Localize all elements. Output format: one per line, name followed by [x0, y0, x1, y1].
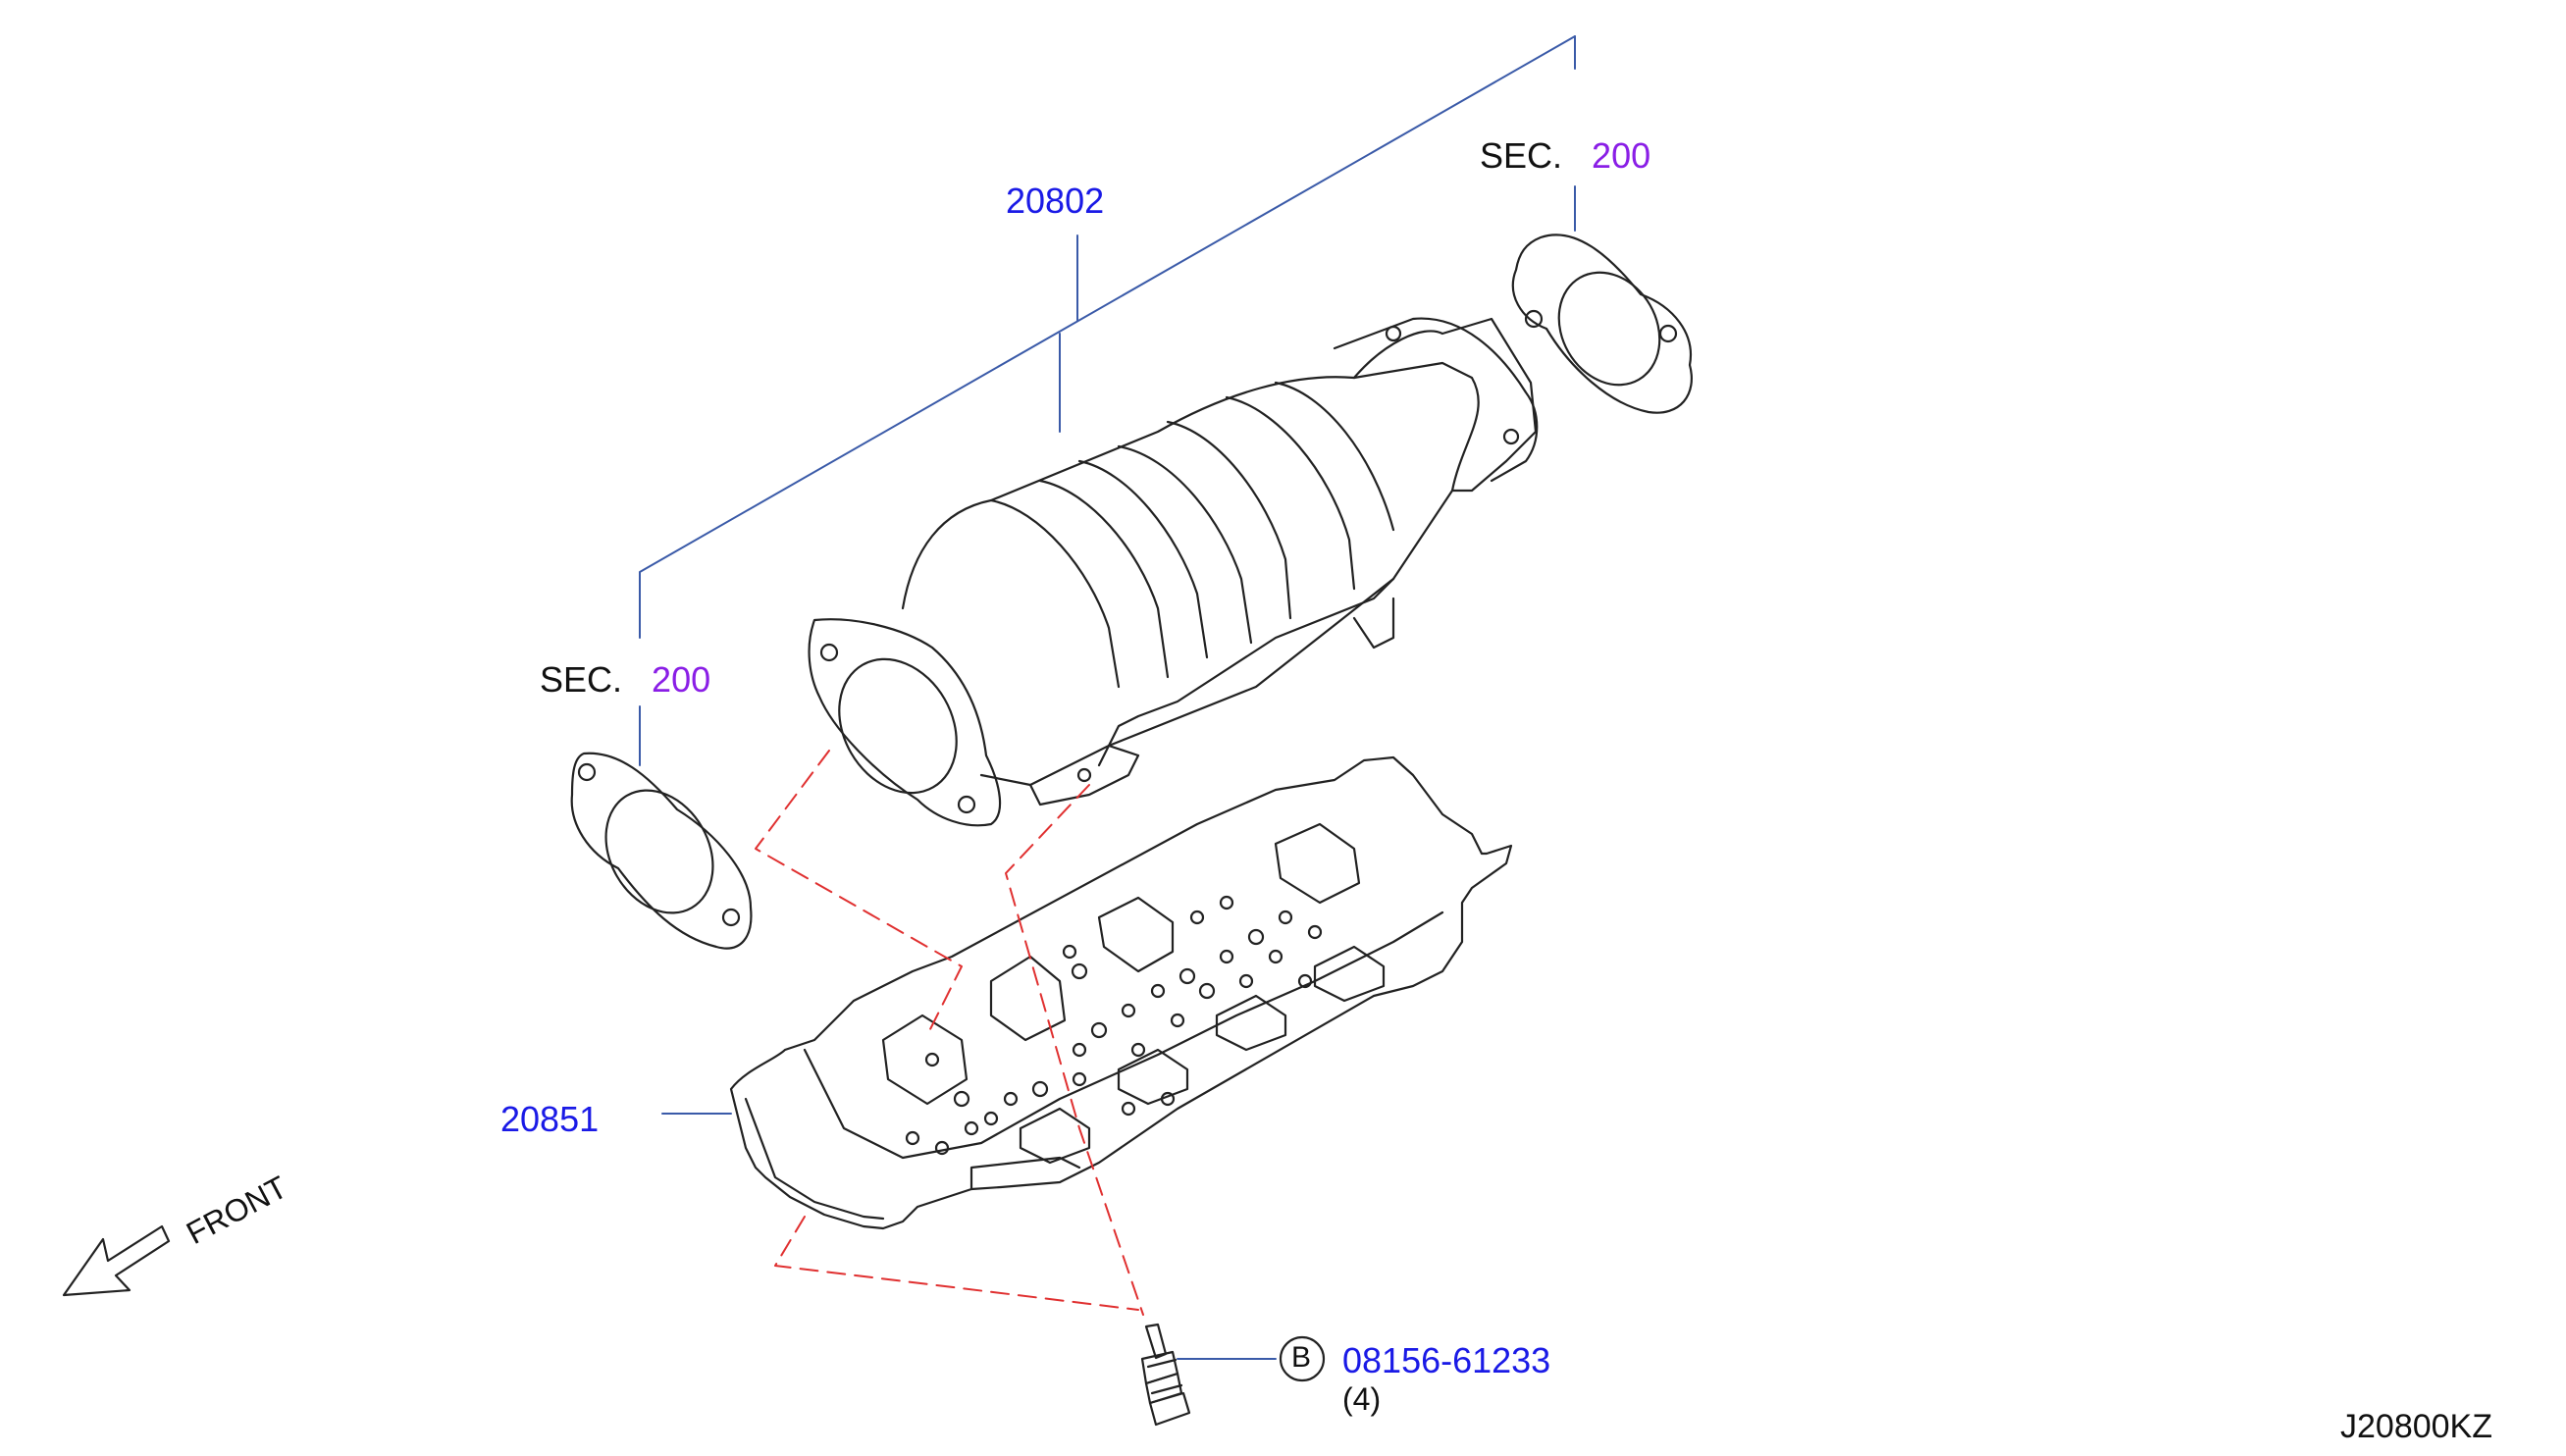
bolt	[1140, 1323, 1191, 1427]
heat-shield	[729, 755, 1513, 1230]
dashed-guides	[755, 750, 1144, 1316]
gasket-left	[570, 752, 753, 950]
section-ref-top-prefix: SEC.	[1480, 135, 1563, 176]
section-ref-left-prefix: SEC.	[540, 659, 623, 700]
section-ref-top[interactable]: SEC. 200	[1480, 138, 1650, 174]
section-ref-left[interactable]: SEC. 200	[540, 662, 710, 698]
gasket-upper-right	[1511, 234, 1693, 414]
part-label-20851[interactable]: 20851	[500, 1099, 600, 1139]
section-ref-top-number: 200	[1592, 135, 1651, 176]
front-arrow-icon	[62, 1224, 171, 1297]
section-ref-left-number: 200	[652, 659, 711, 700]
callout-circle-icon	[1279, 1335, 1326, 1382]
callout-letter: B	[1291, 1341, 1312, 1374]
leader-lines	[639, 35, 1576, 1360]
bolt-quantity: (4)	[1342, 1381, 1382, 1417]
diagram-code: J20800KZ	[2340, 1408, 2492, 1445]
heat-shield-holes	[905, 895, 1323, 1156]
part-label-20802[interactable]: 20802	[1006, 181, 1105, 221]
part-label-bolt[interactable]: 08156-61233	[1342, 1340, 1551, 1380]
catalytic-converter	[808, 317, 1539, 827]
